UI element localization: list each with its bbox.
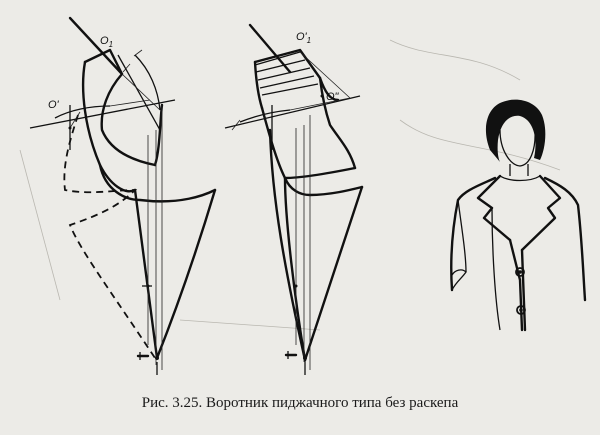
jacket-left-lapel xyxy=(476,174,512,242)
jacket-button-1 xyxy=(515,267,525,277)
figure-hair xyxy=(485,99,546,162)
left-dashed-lapel xyxy=(63,114,156,359)
right-draft xyxy=(224,23,364,375)
background-bleed-lines xyxy=(19,39,561,331)
jacket-outline xyxy=(450,176,497,292)
label-o-prime-left: O' xyxy=(48,99,60,111)
left-draft xyxy=(29,16,217,375)
right-collar-outline xyxy=(260,106,357,180)
left-collar-stand xyxy=(83,48,157,167)
jacket-right-lapel xyxy=(520,174,562,252)
jacket-button-2 xyxy=(516,305,526,315)
left-break-line xyxy=(68,16,124,76)
label-o1-right: O'1 xyxy=(296,31,311,45)
right-front-edge xyxy=(283,176,364,197)
label-o-double-prime-right: O" xyxy=(326,91,340,103)
left-collar-fall xyxy=(81,60,137,193)
right-collar-stand-sections xyxy=(254,51,319,96)
left-front-edge xyxy=(98,163,217,203)
jacket-illustration xyxy=(450,99,587,332)
right-break-line xyxy=(248,23,292,74)
label-o1-left: O1 xyxy=(100,35,113,49)
figure-caption: Рис. 3.25. Воротник пиджачного типа без … xyxy=(141,395,459,411)
